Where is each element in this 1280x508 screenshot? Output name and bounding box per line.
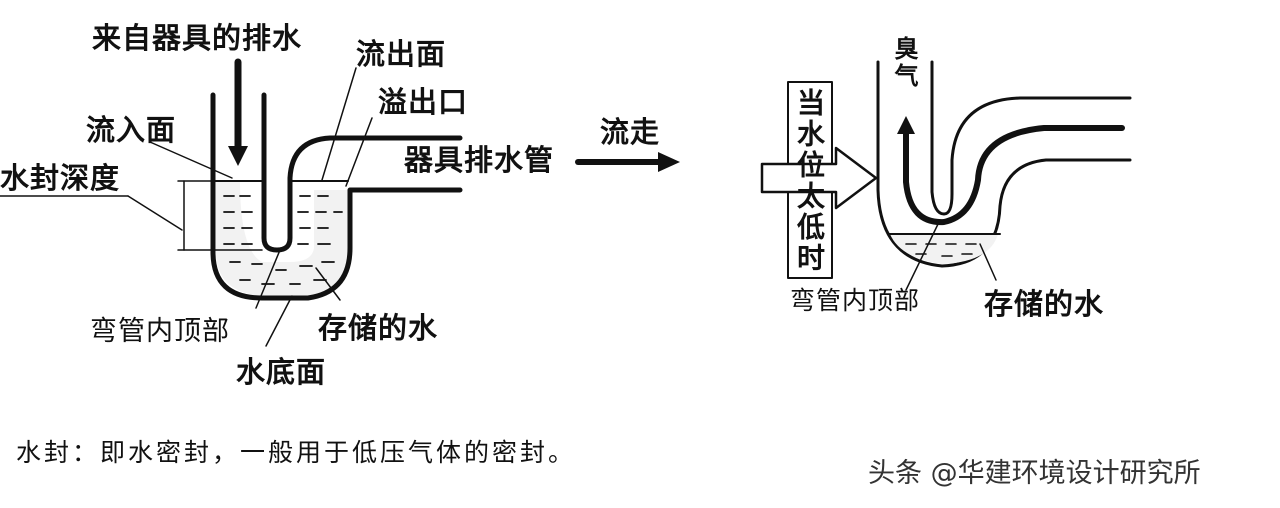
watermark: 头条 @华建环境设计研究所 xyxy=(868,458,1201,489)
label-stored-water: 存储的水 xyxy=(318,311,439,345)
hollow-block-arrow xyxy=(760,146,878,210)
flow-away-arrow-head xyxy=(658,152,680,172)
right-trap-water xyxy=(890,234,998,264)
right-leader-bend-top xyxy=(905,219,941,291)
drain-in-arrow-head xyxy=(228,146,248,166)
label-right-bend-top: 弯管内顶部 xyxy=(790,286,921,315)
label-bend-top: 弯管内顶部 xyxy=(90,316,230,347)
label-low-water: 当水位太低时 xyxy=(793,88,826,274)
label-inflow-surface: 流入面 xyxy=(86,113,177,147)
caption: 水封：即水密封，一般用于低压气体的密封。 xyxy=(16,438,577,467)
leader-outflow xyxy=(321,67,357,181)
leader-stored-water xyxy=(315,267,341,301)
leader-seal-depth-diag xyxy=(127,195,183,231)
trap-inner-wall xyxy=(261,92,463,253)
leader-inflow xyxy=(149,141,233,179)
label-water-bottom: 水底面 xyxy=(236,355,327,389)
leader-water-bottom xyxy=(265,295,293,347)
label-overflow-port: 溢出口 xyxy=(378,85,469,119)
label-fixture-drain: 器具排水管 xyxy=(404,143,555,177)
odor-arrow-head xyxy=(897,116,915,134)
trap-water-fill xyxy=(216,181,348,296)
label-odor: 臭气 xyxy=(890,36,918,90)
leader-bend-top xyxy=(255,249,281,309)
water-dashes xyxy=(223,195,343,285)
label-outflow-surface: 流出面 xyxy=(356,37,447,71)
label-seal-depth: 水封深度 xyxy=(0,161,121,195)
label-flow-away: 流走 xyxy=(600,115,661,149)
odor-path xyxy=(903,125,1125,226)
right-leader-stored-water xyxy=(979,243,997,281)
label-right-stored-water: 存储的水 xyxy=(984,287,1105,321)
trap-outer-wall xyxy=(210,92,463,301)
right-trap-inner-wall xyxy=(930,60,1132,216)
right-water-dashes xyxy=(905,243,977,257)
label-from-fixture: 来自器具的排水 xyxy=(92,21,303,55)
leader-overflow xyxy=(345,117,373,187)
